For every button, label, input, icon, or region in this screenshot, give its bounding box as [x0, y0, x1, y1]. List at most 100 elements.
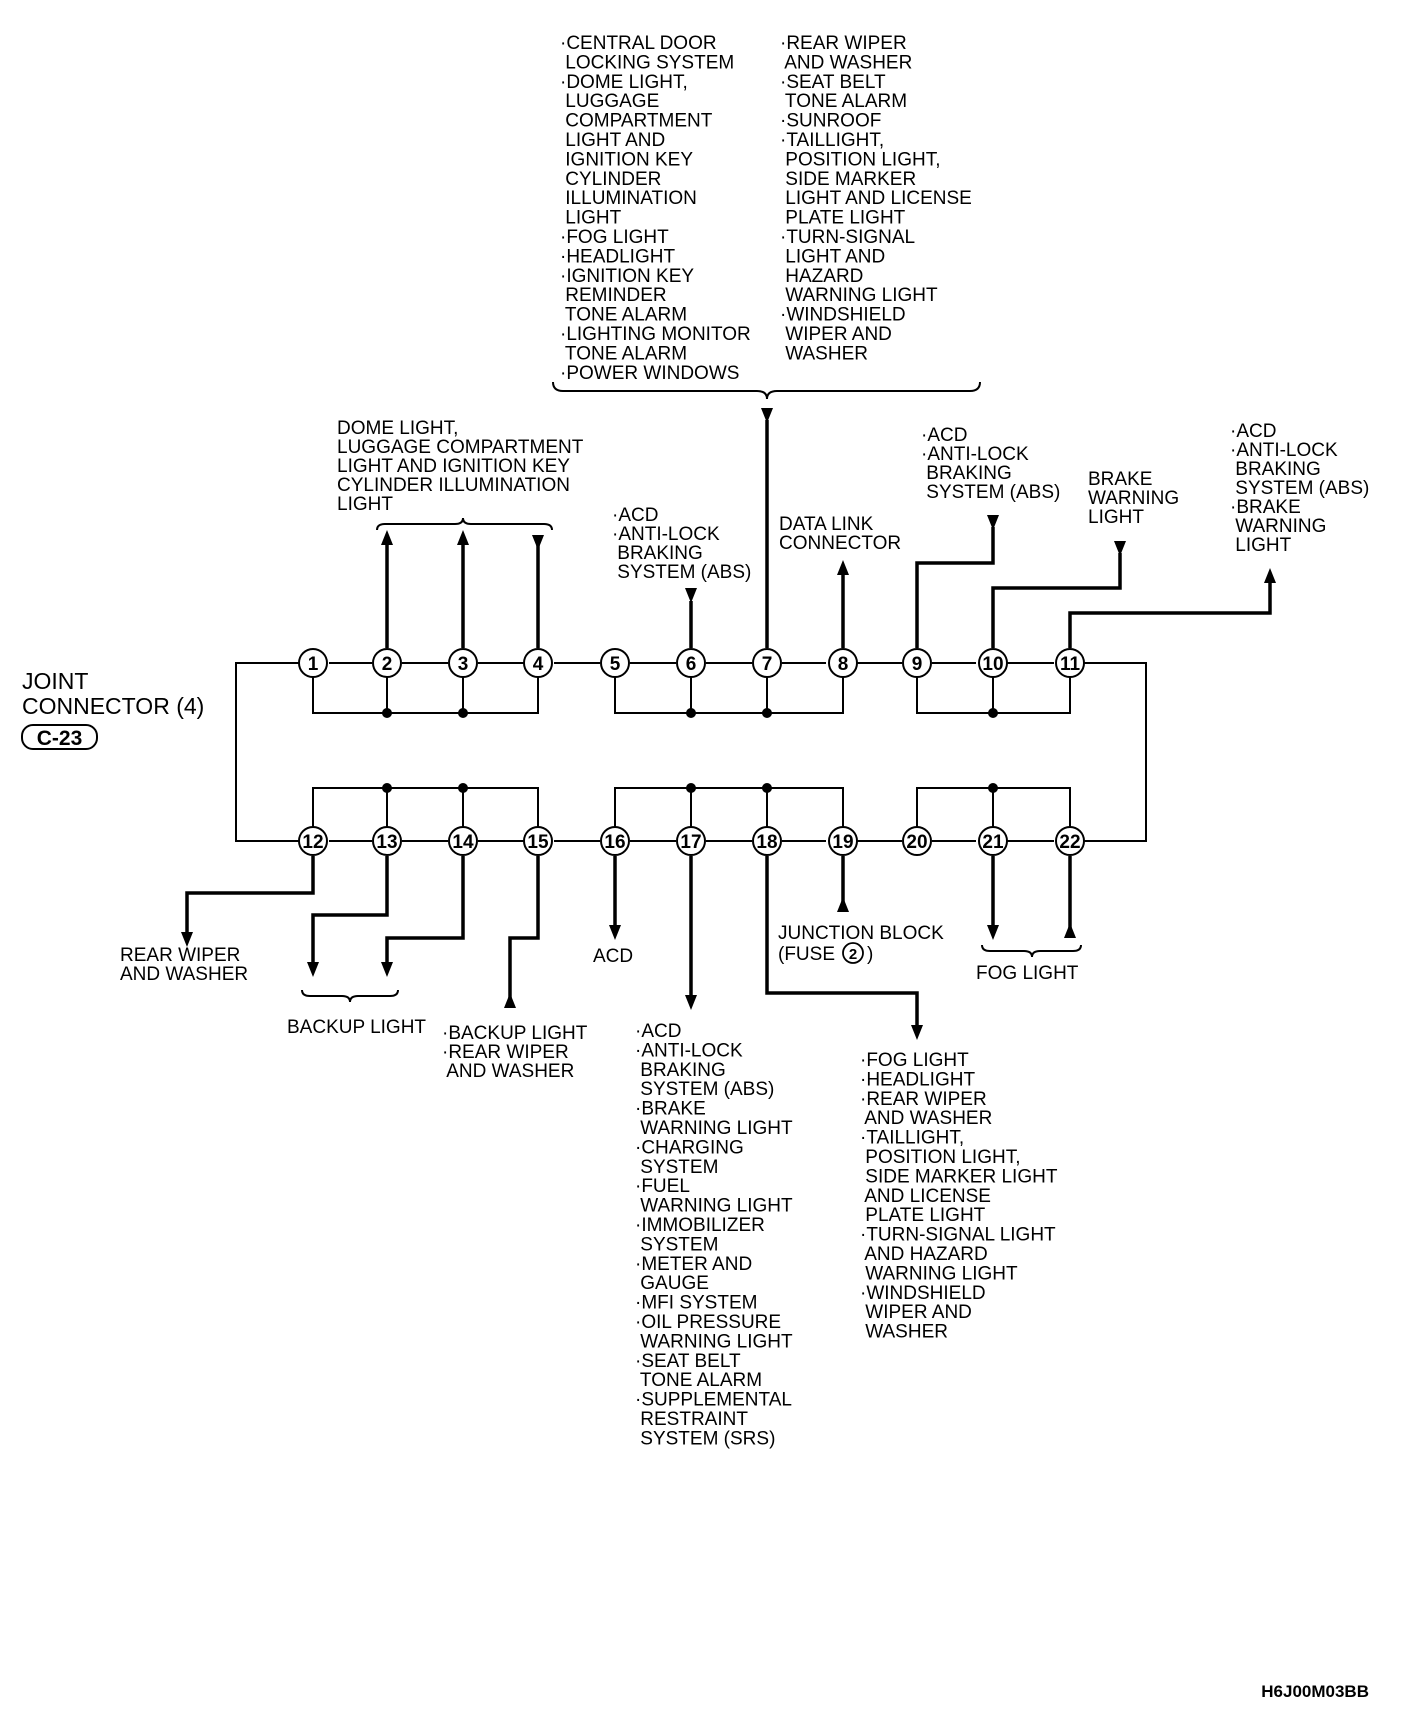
brackets — [301, 381, 1082, 1003]
pin-10: 10 — [978, 648, 1008, 678]
label-line: HAZARD — [780, 266, 863, 287]
label-pin11: ·ACD·ANTI-LOCK BRAKING SYSTEM (ABS)·BRAK… — [1230, 421, 1369, 556]
svg-text:16: 16 — [604, 832, 625, 853]
svg-text:7: 7 — [762, 654, 773, 675]
svg-text:11: 11 — [1060, 654, 1081, 675]
svg-text:18: 18 — [756, 832, 777, 853]
pin-22: 22 — [1055, 826, 1085, 856]
label-line: ·TURN-SIGNAL — [780, 227, 915, 248]
svg-text:22: 22 — [1059, 832, 1080, 853]
fog-bracket — [981, 944, 1082, 958]
label-line: ·BRAKE — [1230, 497, 1301, 518]
label-pin7-col1: ·CENTRAL DOOR LOCKING SYSTEM·DOME LIGHT,… — [560, 33, 751, 384]
label-line: IGNITION KEY — [560, 149, 693, 170]
label-line: WARNING — [1088, 488, 1179, 509]
label-line: BRAKE — [1088, 469, 1152, 490]
arrow-down-icon — [761, 408, 773, 423]
label-line: ·OIL PRESSURE — [635, 1312, 781, 1333]
label-line: ·TAILLIGHT, — [780, 130, 884, 151]
label-line: ACD — [593, 946, 633, 967]
label-line: SYSTEM (SRS) — [635, 1428, 775, 1449]
label-line: WARNING LIGHT — [635, 1331, 793, 1352]
label-line: BRAKING — [612, 543, 703, 564]
label-line: AND LICENSE — [860, 1186, 991, 1207]
label-line: PLATE LIGHT — [860, 1205, 986, 1226]
label-line: SYSTEM (ABS) — [921, 482, 1060, 503]
label-line: ·FOG LIGHT — [560, 227, 669, 248]
arrow-up-icon — [837, 897, 849, 912]
connector-code: C-23 — [37, 727, 83, 750]
label-line: LIGHT — [337, 494, 393, 515]
junction-dots — [382, 708, 998, 793]
pin-13: 13 — [372, 826, 402, 856]
label-line: LIGHT AND — [560, 130, 665, 151]
label-line: ·IGNITION KEY — [560, 266, 694, 287]
svg-text:3: 3 — [458, 654, 469, 675]
label-line: LIGHT AND LICENSE — [780, 188, 972, 209]
label-line: WARNING LIGHT — [635, 1118, 793, 1139]
label-line: BRAKING — [921, 463, 1012, 484]
pin-11: 11 — [1055, 648, 1085, 678]
label-line: ·REAR WIPER — [860, 1089, 987, 1110]
label-line: BRAKING — [635, 1060, 726, 1081]
svg-text:20: 20 — [906, 832, 927, 853]
label-line: WARNING LIGHT — [780, 285, 938, 306]
junction-fuse-number: 2 — [849, 946, 857, 963]
label-line: ·ANTI-LOCK — [635, 1040, 743, 1061]
label-line: ·METER AND — [635, 1254, 752, 1275]
pin-15: 15 — [523, 826, 553, 856]
label-line: AND WASHER — [120, 964, 248, 985]
label-line: ·ACD — [921, 425, 967, 446]
pin-8: 8 — [828, 648, 858, 678]
label-line: AND WASHER — [860, 1108, 992, 1129]
junction-fuse-suffix: ) — [867, 944, 873, 965]
arrow-down-icon — [532, 535, 544, 550]
label-line: SIDE MARKER LIGHT — [860, 1166, 1058, 1187]
label-line: LUGGAGE COMPARTMENT — [337, 437, 584, 458]
pin-18: 18 — [752, 826, 782, 856]
label-line: LIGHT — [560, 208, 622, 229]
label-line: LIGHT — [1230, 535, 1292, 556]
arrow-up-icon — [381, 530, 393, 545]
label-line: ·BRAKE — [635, 1099, 706, 1120]
label-line: FOG LIGHT — [976, 963, 1079, 984]
pin-3: 3 — [448, 648, 478, 678]
label-pin7-col2: ·REAR WIPER AND WASHER·SEAT BELT TONE AL… — [780, 33, 972, 364]
label-line: RESTRAINT — [635, 1409, 748, 1430]
label-line: COMPARTMENT — [560, 111, 713, 132]
pin-2: 2 — [372, 648, 402, 678]
external-wires — [185, 420, 1272, 1030]
label-line: DOME LIGHT, — [337, 418, 458, 439]
label-line: ·TAILLIGHT, — [860, 1128, 964, 1149]
label-line: WARNING LIGHT — [860, 1263, 1018, 1284]
label-pin18: ·FOG LIGHT·HEADLIGHT·REAR WIPER AND WASH… — [860, 1050, 1058, 1343]
label-line: WIPER AND — [860, 1302, 972, 1323]
svg-text:6: 6 — [686, 654, 697, 675]
label-line: ·BACKUP LIGHT — [442, 1023, 588, 1044]
arrow-up-icon — [837, 560, 849, 575]
pin-21: 21 — [978, 826, 1008, 856]
label-line: CONNECTOR — [779, 533, 901, 554]
label-line: WARNING LIGHT — [635, 1196, 793, 1217]
svg-text:21: 21 — [982, 832, 1004, 853]
label-line: ·SEAT BELT — [780, 72, 886, 93]
label-line: ·ACD — [635, 1021, 681, 1042]
label-line: LUGGAGE — [560, 91, 659, 112]
label-line: ILLUMINATION — [560, 188, 697, 209]
label-line: REAR WIPER — [120, 945, 240, 966]
arrow-down-icon — [1114, 541, 1126, 556]
label-line: ·POWER WINDOWS — [560, 363, 739, 384]
svg-text:17: 17 — [680, 832, 701, 853]
arrow-down-icon — [685, 995, 697, 1010]
label-line: ·HEADLIGHT — [860, 1069, 975, 1090]
label-line: ·LIGHTING MONITOR — [560, 324, 751, 345]
pin-circles: 1 2 3 4 5 6 7 8 9 10 11 12 13 14 15 16 1… — [298, 648, 1085, 856]
svg-text:19: 19 — [832, 832, 853, 853]
connector-title-line1: JOINT — [22, 668, 88, 694]
label-line: ·FOG LIGHT — [860, 1050, 969, 1071]
label-line: BACKUP LIGHT — [287, 1017, 426, 1038]
label-line: DATA LINK — [779, 514, 874, 535]
svg-text:8: 8 — [838, 654, 849, 675]
